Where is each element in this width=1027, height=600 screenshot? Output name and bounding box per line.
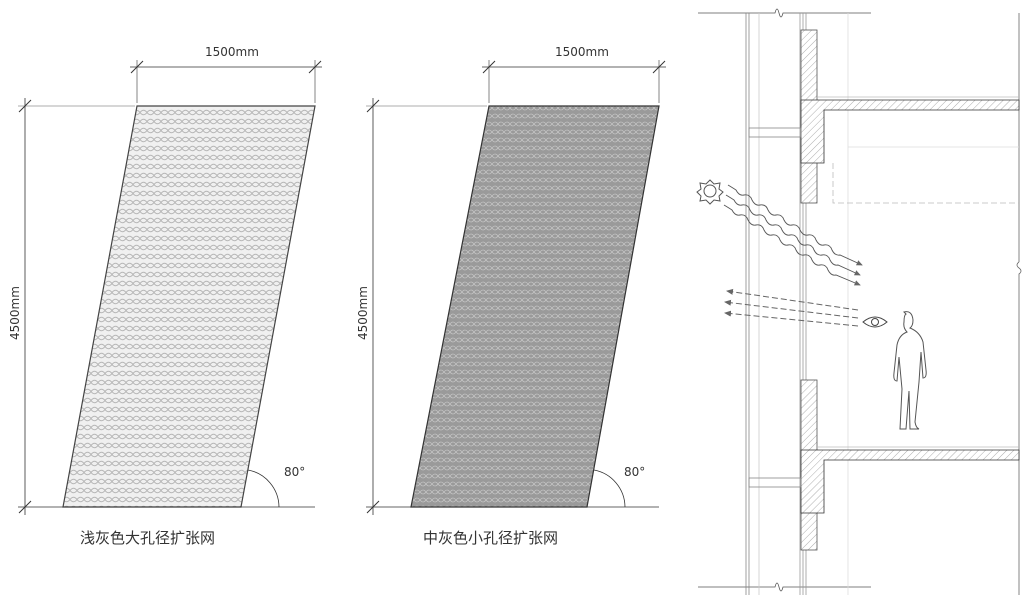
sightlines [724, 288, 859, 327]
angle-label-2: 80° [624, 465, 646, 479]
sunlight-rays [723, 184, 863, 286]
panel-light-mesh [18, 60, 322, 515]
panel-caption-1: 浅灰色大孔径扩张网 [80, 529, 216, 547]
wall-section [698, 8, 1022, 595]
width-dimension-label-1: 1500mm [205, 45, 259, 59]
width-dimension-label-2: 1500mm [555, 45, 609, 59]
sun-icon [696, 179, 724, 205]
panel-caption-2: 中灰色小孔径扩张网 [423, 529, 559, 547]
height-dimension-label-1: 4500mm [8, 286, 22, 340]
height-dimension-label-2: 4500mm [356, 286, 370, 340]
angle-label-1: 80° [284, 465, 306, 479]
panel-medium-mesh [366, 60, 666, 515]
eye-icon [862, 316, 888, 328]
person-figure [893, 311, 927, 430]
